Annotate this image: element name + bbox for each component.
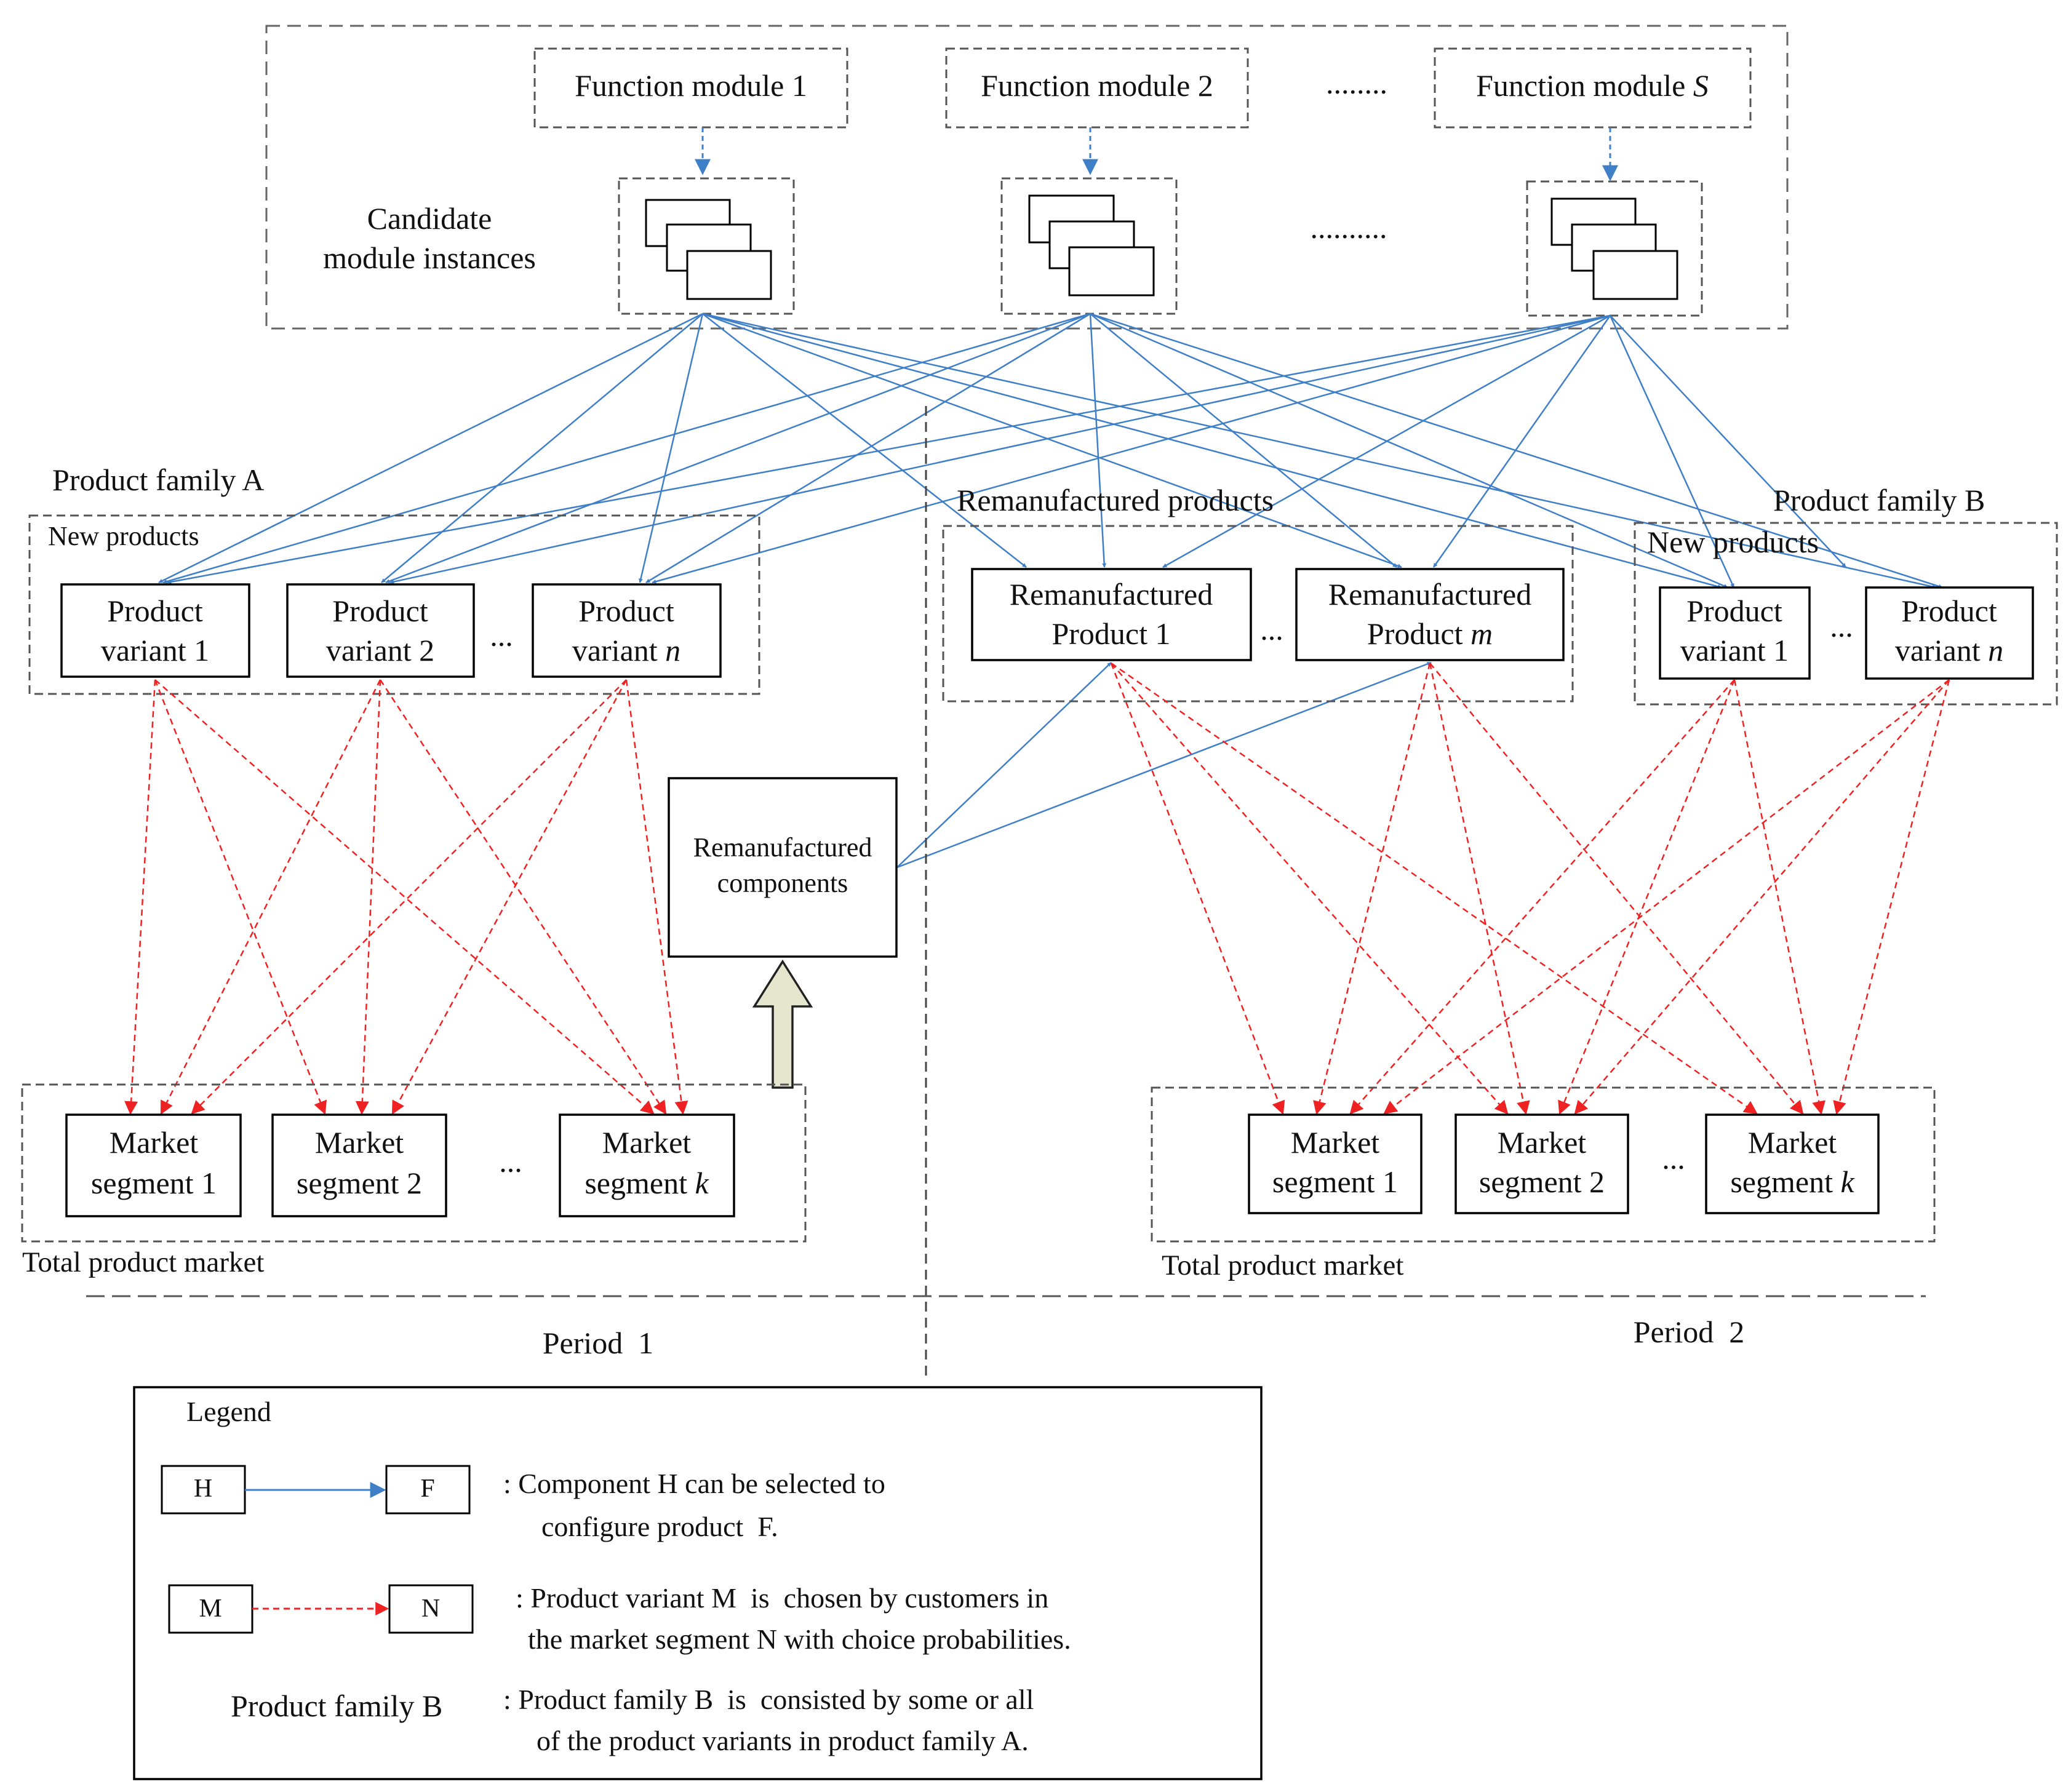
family-b-ellipsis: ... — [1830, 609, 1853, 643]
svg-text:segment k: segment k — [1730, 1165, 1854, 1199]
svg-text:segment 1: segment 1 — [91, 1166, 217, 1200]
market-2-ellipsis: ... — [1662, 1141, 1685, 1176]
svg-text:Product 1: Product 1 — [1051, 616, 1170, 651]
svg-text:Product m: Product m — [1367, 616, 1493, 651]
family-a-ellipsis: ... — [490, 618, 513, 653]
svg-text:variant 1: variant 1 — [101, 633, 209, 667]
market-2-segment-2: Market segment 2 — [1454, 1113, 1629, 1214]
svg-text:Market: Market — [1291, 1125, 1379, 1160]
family-a-variant-n: Product variant n — [532, 583, 722, 678]
market-2-segment-1: Market segment 1 — [1248, 1113, 1423, 1214]
module-instances-s — [1526, 180, 1703, 317]
svg-text:Remanufactured: Remanufactured — [1328, 577, 1531, 611]
module-instances-2 — [1000, 177, 1178, 315]
svg-text:N: N — [421, 1595, 440, 1623]
market-1-ellipsis: ... — [499, 1144, 522, 1179]
svg-text:configure product F.: configure product F. — [541, 1511, 778, 1542]
svg-text:variant 1: variant 1 — [1680, 633, 1789, 667]
family-b-variant-1: Product variant 1 — [1659, 586, 1811, 680]
module-ellipsis: ........ — [1326, 66, 1387, 100]
svg-text:M: M — [199, 1595, 221, 1623]
svg-text:Remanufactured: Remanufactured — [693, 832, 872, 862]
configuration-arrows — [158, 313, 1943, 869]
svg-text:: Product family B is consis: : Product family B is consisted by some … — [503, 1684, 1034, 1715]
svg-text:Function module 2: Function module 2 — [981, 68, 1213, 103]
legend-row-family: Product family B : Product family B is c… — [231, 1684, 1034, 1756]
function-module-2: Function module 2 — [945, 47, 1249, 129]
svg-text:Remanufactured: Remanufactured — [1010, 577, 1213, 611]
module-instances-1 — [618, 177, 795, 315]
modules-region — [265, 25, 1789, 330]
svg-text:Product: Product — [1686, 594, 1782, 628]
svg-text:Product: Product — [332, 594, 428, 628]
market-1-segment-k: Market segment k — [559, 1113, 735, 1217]
svg-text:Market: Market — [315, 1125, 404, 1160]
svg-text:variant 2: variant 2 — [326, 633, 434, 667]
svg-text:Product: Product — [578, 594, 674, 628]
svg-text:Function module 1: Function module 1 — [575, 68, 807, 103]
svg-text:Function module S: Function module S — [1476, 68, 1709, 103]
family-a-variant-2: Product variant 2 — [286, 583, 475, 678]
family-b-group-label: New products — [1647, 525, 1819, 559]
svg-text:components: components — [717, 868, 848, 898]
candidate-label-line2: module instances — [323, 241, 536, 275]
svg-text:segment 1: segment 1 — [1272, 1165, 1398, 1199]
legend-title: Legend — [186, 1396, 271, 1427]
remanufactured-products-title: Remanufactured products — [957, 483, 1274, 517]
svg-text:Market: Market — [110, 1125, 198, 1160]
product-family-b-title: Product family B — [1773, 483, 1985, 517]
candidate-label: Candidate — [367, 201, 492, 236]
legend-row-choice: M N : Product variant M is chosen by cus… — [168, 1582, 1071, 1655]
choice-arrows — [124, 662, 1950, 1115]
svg-text:variant n: variant n — [1895, 633, 2003, 667]
svg-text:Market: Market — [602, 1125, 691, 1160]
svg-text:Market: Market — [1748, 1125, 1837, 1160]
market-1-segment-1: Market segment 1 — [65, 1113, 242, 1217]
remanufactured-product-m: Remanufactured Product m — [1295, 568, 1565, 661]
function-module-s: Function module S — [1434, 47, 1752, 129]
svg-text:segment 2: segment 2 — [297, 1166, 422, 1200]
svg-text:: Product variant M is chose: : Product variant M is chosen by custome… — [516, 1582, 1048, 1614]
family-a-variant-1: Product variant 1 — [60, 583, 250, 678]
svg-text:segment 2: segment 2 — [1479, 1165, 1605, 1199]
svg-text:Product: Product — [107, 594, 203, 628]
svg-text:the market segment N with choi: the market segment N with choice probabi… — [528, 1623, 1071, 1655]
remanufactured-ellipsis: ... — [1260, 612, 1283, 647]
period-1-label: Period 1 — [543, 1326, 654, 1360]
svg-text:Product family B: Product family B — [231, 1689, 442, 1723]
family-a-group-label: New products — [48, 521, 199, 551]
svg-text:segment k: segment k — [585, 1166, 709, 1200]
market-2-label: Total product market — [1162, 1249, 1403, 1281]
legend: Legend H F : Component H can be selected… — [133, 1386, 1263, 1780]
remanufactured-product-1: Remanufactured Product 1 — [971, 568, 1252, 661]
instances-ellipsis: .......... — [1311, 210, 1387, 245]
family-a-new-products-box — [28, 514, 760, 695]
market-1-box — [21, 1083, 807, 1243]
svg-text:: Component H can be selected: : Component H can be selected to — [503, 1468, 885, 1499]
period-2-label: Period 2 — [1634, 1315, 1745, 1349]
svg-text:H: H — [194, 1475, 212, 1503]
svg-text:Market: Market — [1498, 1125, 1586, 1160]
remanufactured-products-box — [942, 525, 1574, 703]
family-b-new-products-box — [1634, 522, 2058, 706]
market-2-segment-k: Market segment k — [1705, 1113, 1880, 1214]
market-2-box — [1151, 1086, 1936, 1243]
svg-text:Product: Product — [1901, 594, 1997, 628]
svg-text:F: F — [420, 1475, 434, 1503]
hollow-up-arrow — [752, 959, 813, 1089]
svg-text:variant n: variant n — [572, 633, 680, 667]
market-1-label: Total product market — [22, 1246, 264, 1278]
function-module-1: Function module 1 — [533, 47, 848, 129]
product-family-a-title: Product family A — [52, 463, 264, 497]
market-1-segment-2: Market segment 2 — [271, 1113, 447, 1217]
svg-text:of the product variants in pro: of the product variants in product famil… — [537, 1725, 1029, 1756]
family-b-variant-n: Product variant n — [1865, 586, 2034, 680]
legend-row-component: H F : Component H can be selected to con… — [161, 1465, 885, 1542]
remanufactured-components: Remanufactured components — [668, 777, 898, 958]
